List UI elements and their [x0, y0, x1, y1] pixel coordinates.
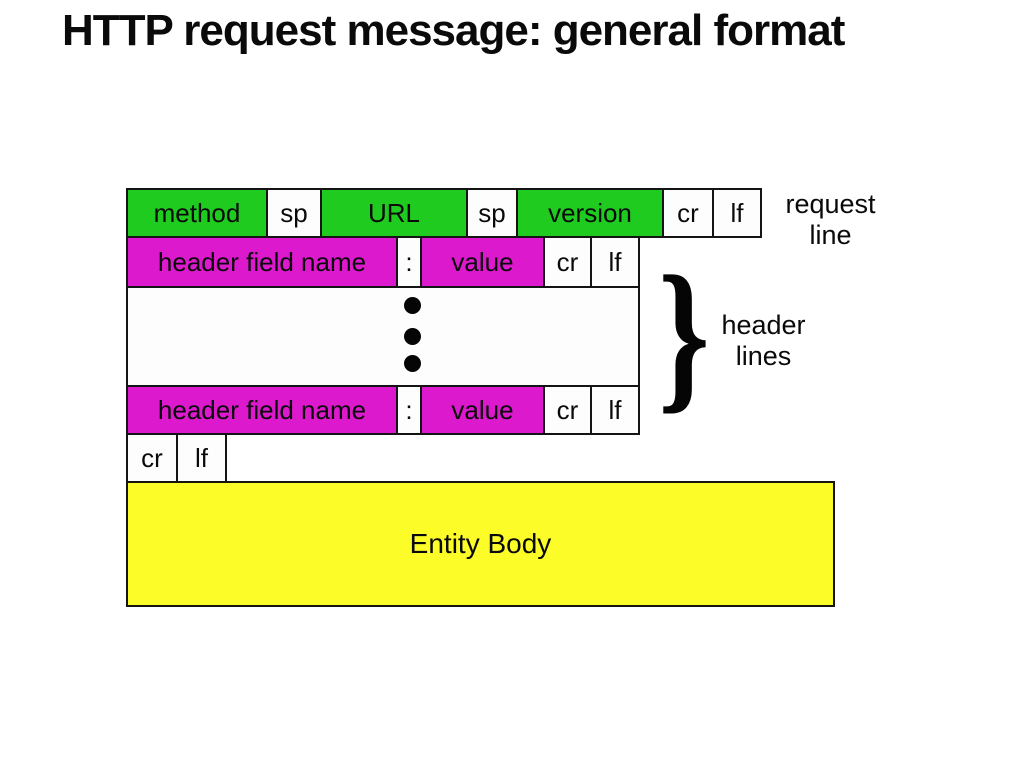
cell-lf-header-bottom: lf: [590, 385, 640, 435]
cell-lf-request: lf: [712, 188, 762, 238]
entity-body-box: Entity Body: [126, 481, 835, 607]
header-lines-label: header lines: [706, 310, 821, 372]
cell-method: method: [126, 188, 268, 238]
cell-header-field-name-bottom: header field name: [126, 385, 398, 435]
cell-sp-2: sp: [466, 188, 518, 238]
request-line-label-line2: line: [809, 220, 852, 250]
ellipsis-dot-icon: [404, 328, 421, 345]
cell-cr-header-top: cr: [543, 236, 592, 288]
cell-lf-header-top: lf: [590, 236, 640, 288]
ellipsis-dot-icon: [404, 297, 421, 314]
cell-value-top: value: [420, 236, 545, 288]
cell-version: version: [516, 188, 664, 238]
cell-url: URL: [320, 188, 468, 238]
header-lines-label-line1: header: [721, 310, 806, 340]
cell-cr-request: cr: [662, 188, 714, 238]
header-lines-brace: }: [658, 242, 710, 428]
cell-header-field-name-top: header field name: [126, 236, 398, 288]
cell-cr-blank: cr: [126, 433, 178, 483]
cell-colon-top: :: [396, 236, 422, 288]
request-line-label: request line: [768, 189, 893, 251]
header-lines-label-line2: lines: [735, 341, 792, 371]
cell-sp-1: sp: [266, 188, 322, 238]
slide-title: HTTP request message: general format: [62, 6, 845, 55]
cell-colon-bottom: :: [396, 385, 422, 435]
entity-body-label: Entity Body: [409, 528, 552, 559]
cell-lf-blank: lf: [176, 433, 227, 483]
request-line-label-line1: request: [785, 189, 876, 219]
header-lines-gap-box: [126, 286, 640, 387]
ellipsis-dot-icon: [404, 355, 421, 372]
cell-value-bottom: value: [420, 385, 545, 435]
cell-cr-header-bottom: cr: [543, 385, 592, 435]
